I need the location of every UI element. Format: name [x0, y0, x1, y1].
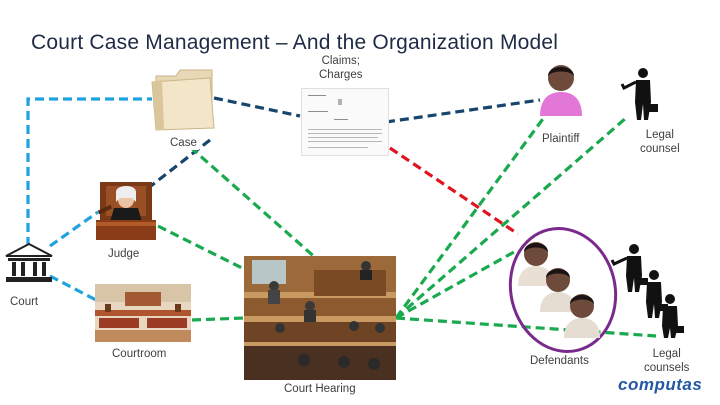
court-label: Court [8, 295, 40, 309]
link-hearing-judge [158, 226, 250, 272]
judge-label: Judge [106, 247, 141, 261]
person-plaintiff-icon [538, 60, 584, 118]
defendants-group-icon [516, 238, 608, 342]
link-court-courtroom [50, 276, 96, 300]
link-court-judge [50, 212, 98, 246]
court-hearing-label: Court Hearing [282, 382, 358, 396]
link-case-plaintiff [386, 100, 540, 122]
link-hearing-case [180, 138, 318, 260]
link-plaintiff-defendants [390, 148, 518, 234]
document-icon [301, 88, 389, 156]
defendants-label: Defendants [528, 354, 591, 368]
link-hearing-courtroom [192, 318, 244, 320]
claims-label: Claims; Charges [317, 54, 364, 82]
counsels-group-icon [608, 242, 688, 340]
case-label: Case [168, 136, 199, 150]
courtroom-label: Courtroom [110, 347, 168, 361]
folder-icon [148, 66, 218, 132]
link-case-claims [214, 98, 300, 116]
link-hearing-defendants [396, 252, 514, 318]
judge-icon [94, 178, 158, 244]
legal-counsels-label: Legal counsels [642, 347, 691, 375]
courthouse-icon [4, 242, 54, 284]
computas-logo: computas [618, 375, 702, 395]
businessman-icon [618, 66, 662, 122]
courtroom-photo [95, 284, 191, 342]
plaintiff-label: Plaintiff [540, 132, 582, 146]
hearing-photo [244, 256, 396, 380]
legal-counsel-label: Legal counsel [638, 128, 682, 156]
